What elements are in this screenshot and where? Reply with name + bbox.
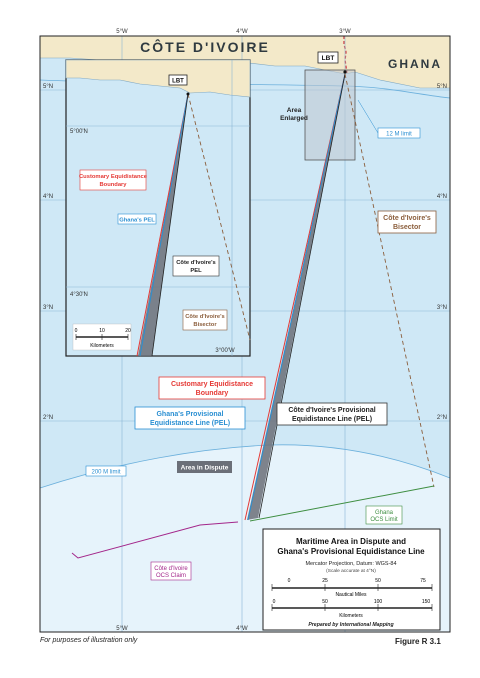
ghana-ocs-line <box>249 485 435 522</box>
nm-tick-1: 25 <box>322 578 328 584</box>
legend-title-1: Maritime Area in Dispute and <box>296 537 406 546</box>
inset-land <box>65 59 251 98</box>
km-unit: Kilometers <box>339 613 363 619</box>
nm-unit: Nautical Miles <box>335 592 367 598</box>
lbt-marker-main <box>317 51 339 64</box>
lon-label-3w-top: 3°W <box>339 29 351 35</box>
figure-label: Figure R 3.1 <box>395 637 441 646</box>
lon-label-4w-top: 4°W <box>236 29 248 35</box>
lat-label-5n-left: 5°N <box>43 84 53 90</box>
ghana-ocs-label-1: Ghana <box>375 510 394 516</box>
inset-ivoire-pel-label-1: Côte d'Ivoire's <box>176 260 215 266</box>
border-line <box>343 36 348 74</box>
ghana-pel-label-2: Equidistance Line (PEL) <box>150 420 230 427</box>
bisector-label-2: Bisector <box>393 224 421 231</box>
nm-tick-0: 0 <box>288 578 291 584</box>
legend-credit: Prepared by International Mapping <box>308 622 394 628</box>
area-in-dispute-label: Area in Dispute <box>181 465 229 472</box>
km-tick-0: 0 <box>273 599 276 605</box>
ivoire-ocs-label-1: Côte d'Ivoire <box>154 566 188 572</box>
ivoire-pel-label-1: Côte d'Ivoire's Provisional <box>288 407 375 414</box>
inset-lon-300: 3°00'W <box>215 348 235 354</box>
km-tick-2: 100 <box>374 599 383 605</box>
footer-note: For purposes of illustration only <box>40 637 138 644</box>
legend-box: Maritime Area in Dispute and Ghana's Pro… <box>262 528 441 631</box>
ivoire-ocs-label-box <box>150 561 192 581</box>
lat-label-5n-right: 5°N <box>437 84 447 90</box>
ivoire-pel-line <box>258 73 346 519</box>
km-scale-bar: 0 50 100 150 Kilometers <box>271 599 433 619</box>
map-frame <box>39 35 451 633</box>
area-in-dispute-label-box <box>177 461 232 473</box>
inset-bisector-label-1: Côte d'Ivoire's <box>185 314 224 320</box>
lbt-main-label: LBT <box>322 55 335 62</box>
lat-label-2n-left: 2°N <box>43 415 53 421</box>
customary-label-2: Boundary <box>196 390 229 397</box>
ghana-ocs-label-box <box>365 505 403 525</box>
inset-scale-tick-1: 10 <box>99 328 105 334</box>
inset-scale-bar: 0 10 20 Kilometers <box>72 323 132 351</box>
inset-lbt-marker <box>168 74 188 86</box>
lat-label-3n-left: 3°N <box>43 305 53 311</box>
ivoire-pel-label-box <box>276 402 388 426</box>
customary-label-1: Customary Equidistance <box>171 381 253 388</box>
ivoire-ocs-line <box>71 521 239 559</box>
legend-projection: Mercator Projection, Datum: WGS-84 <box>305 561 396 567</box>
inset-customary-box <box>79 169 147 191</box>
inset-bisector-box <box>182 309 228 331</box>
ivoire-pel-label-2: Equidistance Line (PEL) <box>292 416 372 423</box>
nm-tick-3: 75 <box>420 578 426 584</box>
lat-label-4n-right: 4°N <box>437 194 447 200</box>
limit-200m-box <box>85 465 127 477</box>
inset-lat-500: 5°00'N <box>70 129 88 135</box>
limit-200m-label: 200 M limit <box>91 470 120 476</box>
inset-bisector-label-2: Bisector <box>193 322 217 328</box>
inset-scale-unit: Kilometers <box>90 343 114 349</box>
inset-map: 5°00'N 4°30'N 3°00'W LBT Customary Equid… <box>65 59 251 357</box>
legend-title-2: Ghana's Provisional Equidistance Line <box>277 547 425 556</box>
ivoire-ocs-label-2: OCS Claim <box>156 573 186 579</box>
inset-scale-tick-0: 0 <box>75 328 78 334</box>
ghana-pel-label-box <box>134 406 246 430</box>
inset-scale-tick-2: 20 <box>125 328 131 334</box>
customary-label-box <box>158 376 266 400</box>
inset-customary-label-1: Customary Equidistance <box>79 174 148 180</box>
bisector-label-1: Côte d'Ivoire's <box>383 215 431 222</box>
ghana-ocs-label-2: OCS Limit <box>370 517 398 523</box>
inset-ghana-pel-label: Ghana's PEL <box>119 218 155 224</box>
ghana-pel-label-1: Ghana's Provisional <box>156 411 223 418</box>
country-ghana-label: GHANA <box>388 57 442 71</box>
inset-customary-label-2: Boundary <box>99 182 127 188</box>
inset-lbt-label: LBT <box>172 79 184 85</box>
lat-label-2n-right: 2°N <box>437 415 447 421</box>
km-tick-3: 150 <box>422 599 431 605</box>
km-tick-1: 50 <box>322 599 328 605</box>
lat-label-4n-left: 4°N <box>43 194 53 200</box>
inset-ivoire-pel-label-2: PEL <box>190 268 202 274</box>
country-ivoire-label: CÔTE D'IVOIRE <box>140 38 270 55</box>
limit-12m-label: 12 M limit <box>386 132 412 138</box>
inset-ivoire-pel-line <box>151 93 189 357</box>
lon-label-5w-bottom: 5°W <box>116 626 128 632</box>
bisector-label-box <box>377 210 437 234</box>
area-enlarged-label-1: Area <box>287 107 302 114</box>
lon-label-5w-top: 5°W <box>116 29 128 35</box>
area-enlarged-label-2: Enlarged <box>280 115 308 122</box>
inset-ghana-pel-box <box>117 213 157 225</box>
inset-ivoire-pel-box <box>172 255 220 277</box>
inset-ghana-pel-line <box>139 93 189 357</box>
inset-lat-430: 4°30'N <box>70 292 88 298</box>
nm-tick-2: 50 <box>375 578 381 584</box>
inset-bisector-line <box>187 93 251 341</box>
ivoire-bisector-line <box>344 73 435 488</box>
ghana-pel-line <box>247 73 346 521</box>
legend-scale-note: (Scale accurate at 4°N) <box>326 568 376 574</box>
lbt-main-point <box>343 70 347 74</box>
lon-label-4w-bottom: 4°W <box>236 626 248 632</box>
nm-scale-bar: 0 25 50 75 Nautical Miles <box>271 578 433 598</box>
lat-label-3n-right: 3°N <box>437 305 447 311</box>
